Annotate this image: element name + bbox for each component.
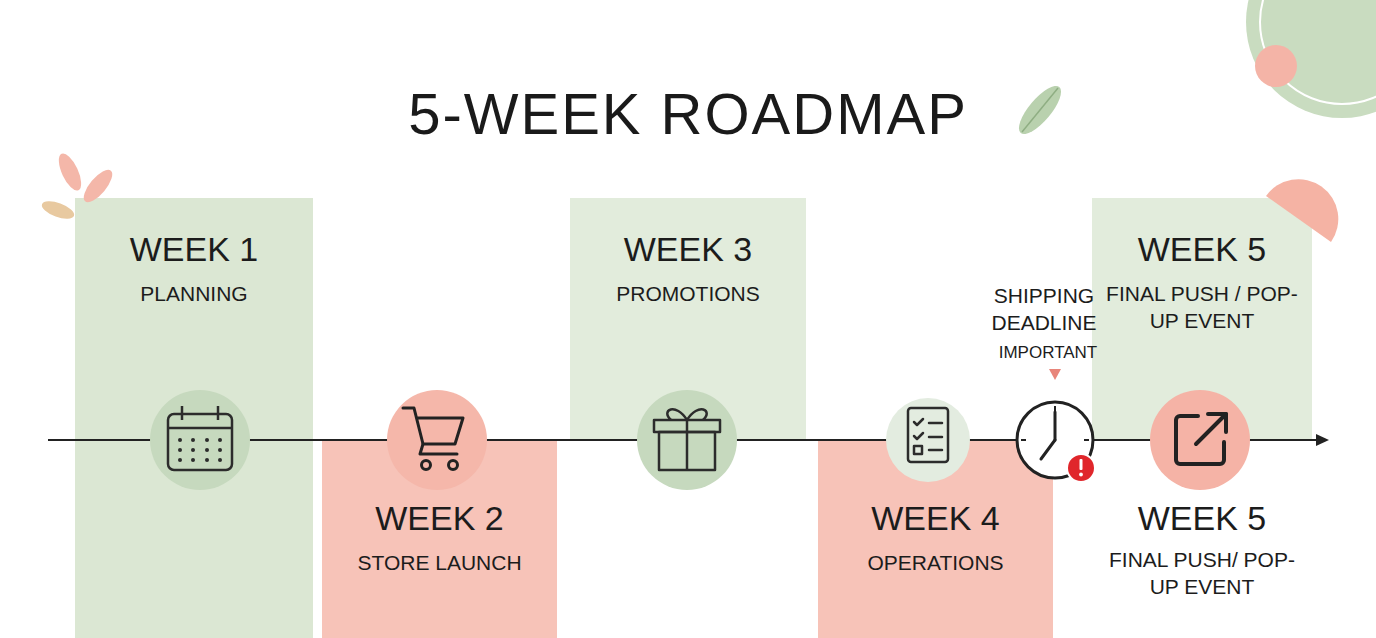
- check-line: [929, 422, 942, 425]
- clock-hand: [1041, 440, 1055, 459]
- cart-basket: [403, 408, 463, 444]
- clock-tick: [1021, 439, 1026, 441]
- week-heading: WEEK 2: [322, 497, 557, 539]
- phase-name: FINAL PUSH / POP-UP EVENT: [1102, 280, 1302, 334]
- clock-icon: [1017, 402, 1095, 482]
- icon-circle: [150, 390, 250, 490]
- cart-wheel: [449, 461, 458, 470]
- calendar-ring: [217, 406, 220, 420]
- clock-tick: [1084, 439, 1089, 441]
- icon-circle: [1150, 390, 1250, 490]
- cart-wheel: [422, 461, 431, 470]
- week-band: WEEK 4 OPERATIONS: [818, 440, 1053, 638]
- week-band: WEEK 5 FINAL PUSH / POP-UP EVENT: [1092, 198, 1312, 440]
- phase-name: STORE LAUNCH: [340, 549, 540, 576]
- check-mark: [914, 419, 923, 425]
- gift-bow: [667, 409, 687, 420]
- icon-circle: [387, 390, 487, 490]
- phase-name: OPERATIONS: [836, 549, 1036, 576]
- week-heading: WEEK 5: [1092, 497, 1312, 539]
- cart-icon: [387, 390, 487, 490]
- deadline-label: SHIPPING DEADLINE: [974, 282, 1114, 336]
- dot: [218, 448, 222, 452]
- clock-tick: [1054, 406, 1056, 411]
- launch-square: [1176, 416, 1224, 464]
- week-band: WEEK 2 STORE LAUNCH: [322, 440, 557, 638]
- icon-circle: [637, 390, 737, 490]
- pointer-triangle: [1049, 369, 1061, 380]
- half-circle-decor: [1266, 179, 1338, 242]
- dot: [218, 458, 222, 462]
- dot: [205, 448, 209, 452]
- launch-icon: [1150, 390, 1250, 490]
- leaf: [79, 166, 117, 207]
- check-line: [929, 449, 942, 452]
- phase-name: PLANNING: [94, 280, 294, 307]
- gift-bow: [687, 409, 707, 420]
- week-heading: WEEK 4: [818, 497, 1053, 539]
- title-leaf: [1012, 80, 1067, 140]
- week-heading: WEEK 3: [570, 228, 806, 270]
- diagram-title: 5-WEEK ROADMAP: [288, 80, 1088, 148]
- calendar-body: [168, 414, 232, 470]
- corner-ring: [1260, 0, 1376, 104]
- leaf-vein: [1022, 88, 1058, 132]
- check-mark: [914, 433, 923, 439]
- dot: [191, 438, 195, 442]
- week-heading: WEEK 5: [1092, 228, 1312, 270]
- check-line: [929, 436, 942, 439]
- week-heading: WEEK 1: [75, 228, 313, 270]
- gift-box: [659, 432, 715, 470]
- clock-hand: [1054, 412, 1057, 440]
- dot: [205, 458, 209, 462]
- calendar-bar: [168, 427, 232, 430]
- checklist-sheet: [908, 408, 948, 462]
- leaf: [1012, 80, 1067, 140]
- clock-face: [1017, 402, 1093, 478]
- icon-circle: [886, 398, 970, 482]
- calendar-icon: [150, 390, 250, 490]
- week-band: WEEK 1 PLANNING: [75, 198, 313, 638]
- timeline-line: [48, 439, 1318, 441]
- dot: [205, 438, 209, 442]
- checklist-icon: [886, 398, 970, 482]
- gift-ribbon: [686, 420, 689, 470]
- gift-icon: [637, 390, 737, 490]
- dot: [218, 438, 222, 442]
- alert-badge: [1067, 454, 1095, 482]
- cart-base: [420, 444, 457, 454]
- launch-arrow: [1196, 414, 1226, 444]
- phase-name: FINAL PUSH/ POP-UP EVENT: [1102, 546, 1302, 600]
- corner-dot: [1255, 45, 1297, 87]
- calendar-dots: [178, 438, 222, 462]
- importance-note: IMPORTANT: [968, 342, 1128, 364]
- corner-circle: [1246, 0, 1376, 118]
- alert-mark: [1080, 459, 1083, 470]
- launch-arrowhead: [1208, 414, 1226, 432]
- week-band: WEEK 3 PROMOTIONS: [570, 198, 806, 440]
- leaf: [40, 198, 77, 223]
- dot: [191, 458, 195, 462]
- dot: [178, 448, 182, 452]
- gift-lid: [654, 420, 720, 432]
- leaf: [54, 150, 85, 193]
- timeline-arrowhead: [1316, 434, 1329, 446]
- dot: [178, 438, 182, 442]
- check-box: [914, 446, 922, 454]
- alert-mark: [1079, 473, 1083, 477]
- dot: [178, 458, 182, 462]
- calendar-ring: [181, 406, 184, 420]
- dot: [191, 448, 195, 452]
- phase-name: PROMOTIONS: [588, 280, 788, 307]
- leaf-decor: [40, 150, 117, 222]
